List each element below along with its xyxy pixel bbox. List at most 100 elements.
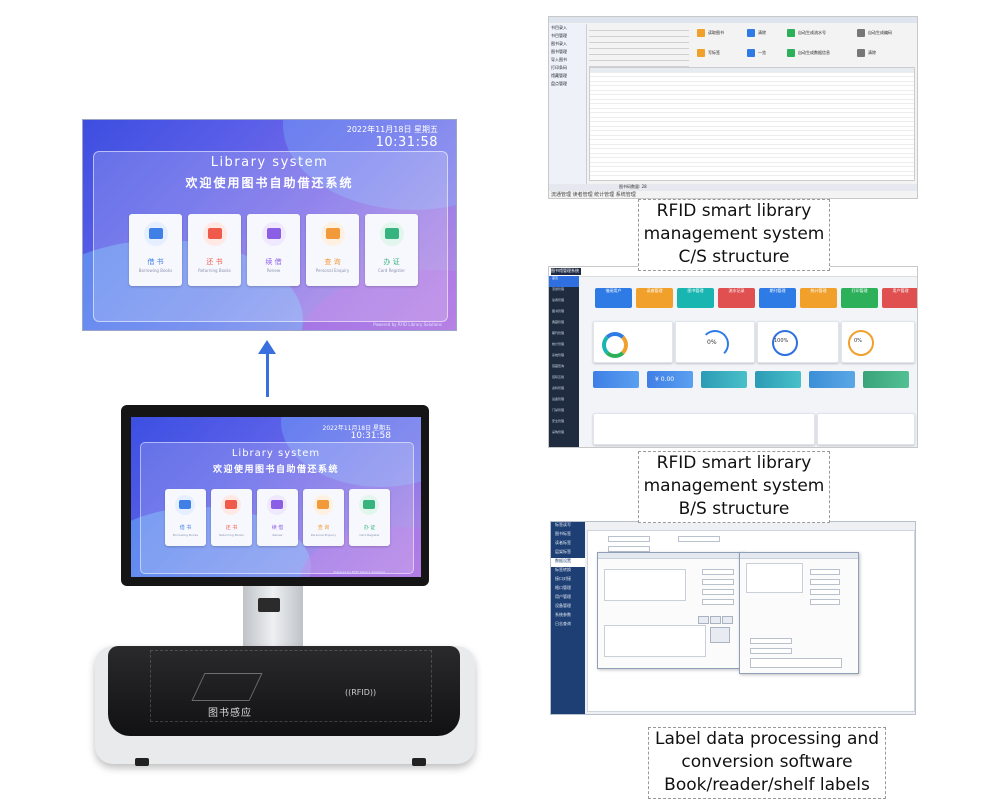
text-field[interactable] xyxy=(608,546,650,552)
dashboard-tile[interactable]: 借阅用户 xyxy=(595,288,632,308)
text-field[interactable] xyxy=(810,569,840,575)
sidebar-item[interactable]: 读者管理 xyxy=(552,298,565,302)
text-field[interactable] xyxy=(810,599,840,605)
sidebar-item[interactable]: 格口管理 xyxy=(555,585,571,590)
renew-card[interactable]: 续 借 Renew xyxy=(247,214,300,286)
form-field[interactable] xyxy=(589,32,689,37)
sidebar-item[interactable]: 馆藏查询 xyxy=(552,364,565,368)
auto-serial-button[interactable]: 自动生成流水号 xyxy=(787,29,826,43)
sidebar-item[interactable]: 统计管理 xyxy=(552,342,565,346)
text-field[interactable] xyxy=(702,579,734,585)
sidebar-item[interactable]: 导入图书 xyxy=(551,57,567,62)
form-field[interactable] xyxy=(589,44,689,49)
sidebar-item[interactable]: 馆藏管理 xyxy=(551,73,567,78)
dialog-button[interactable] xyxy=(722,616,733,624)
sidebar-item[interactable]: 接口对接 xyxy=(555,576,571,581)
text-field[interactable] xyxy=(750,648,792,654)
stat-card xyxy=(863,371,909,388)
sidebar-item[interactable]: 设备管理 xyxy=(555,603,571,608)
sidebar-item[interactable]: 系统参数 xyxy=(555,612,571,617)
sidebar-item[interactable]: 流通管理 xyxy=(552,287,565,291)
sidebar-item[interactable]: 层架标签 xyxy=(555,549,571,554)
bottom-tabs[interactable]: 流通管理 读者管理 统计管理 系统管理 xyxy=(551,192,636,198)
data-list[interactable] xyxy=(746,563,803,593)
text-field[interactable] xyxy=(810,589,840,595)
sidebar-item[interactable]: 图书录入 xyxy=(551,41,567,46)
sidebar-item[interactable]: 书目录入 xyxy=(551,25,567,30)
sidebar-item[interactable]: 日志查询 xyxy=(555,621,571,626)
dialog-button[interactable] xyxy=(710,616,721,624)
bs-sidebar: 首页 流通管理 读者管理 图书管理 典藏管理 期刊管理 统计管理 系统管理 馆藏… xyxy=(549,276,579,447)
borrow-card[interactable]: 借 书 Borrowing Books xyxy=(165,489,206,546)
sidebar-item[interactable]: 用户管理 xyxy=(555,594,571,599)
sidebar-item[interactable]: 标签转换 xyxy=(555,567,571,572)
text-field[interactable] xyxy=(702,599,734,605)
sidebar-item[interactable]: 读者标签 xyxy=(555,540,571,545)
dashboard-tile[interactable]: 期刊管理 xyxy=(759,288,796,308)
sidebar-item[interactable]: 馆际互借 xyxy=(552,375,565,379)
sidebar-item[interactable]: 书目管理 xyxy=(551,33,567,38)
text-field[interactable] xyxy=(750,658,842,668)
text-field[interactable] xyxy=(810,579,840,585)
text-area[interactable] xyxy=(604,625,706,657)
sidebar-item[interactable]: 盘点管理 xyxy=(551,81,567,86)
gauge-percent: 0% xyxy=(707,339,717,346)
dialog-button[interactable] xyxy=(698,616,709,624)
sidebar-item[interactable]: 期刊管理 xyxy=(552,331,565,335)
query-card[interactable]: 查 询 Personal Enquiry xyxy=(303,489,344,546)
auto-code-button[interactable]: 自动生成编码 xyxy=(857,29,892,43)
progress-card: 100% xyxy=(757,321,839,363)
dashboard-tile[interactable]: 图书管理 xyxy=(677,288,714,308)
form-field[interactable] xyxy=(589,26,689,31)
book-info-form xyxy=(589,25,689,67)
dashboard-tile[interactable]: 打印管理 xyxy=(841,288,878,308)
sidebar-item[interactable]: 标签读写 xyxy=(555,522,571,527)
data-list[interactable] xyxy=(604,569,686,601)
register-card[interactable]: 办 证 Card Register xyxy=(349,489,390,546)
borrow-card[interactable]: 借 书 Borrowing Books xyxy=(129,214,182,286)
sidebar-item[interactable]: 安全管理 xyxy=(552,419,565,423)
form-field[interactable] xyxy=(589,56,689,61)
card-sublabel: Borrowing Books xyxy=(172,533,199,537)
text-field[interactable] xyxy=(678,536,720,542)
clear-button[interactable]: 清除 xyxy=(747,29,766,43)
id-card-icon xyxy=(321,222,345,246)
read-book-button[interactable]: 读取图书 xyxy=(697,29,724,43)
form-field[interactable] xyxy=(589,38,689,43)
sidebar-item[interactable]: 门禁管理 xyxy=(552,408,565,412)
clear-button[interactable]: 清除 xyxy=(857,49,876,63)
base-foot xyxy=(135,758,149,766)
sidebar-item[interactable]: 打印条码 xyxy=(551,65,567,70)
text-field[interactable] xyxy=(750,638,792,644)
text-field[interactable] xyxy=(702,589,734,595)
sidebar-item[interactable]: 首页 xyxy=(549,276,579,287)
register-card[interactable]: 办 证 Card Register xyxy=(365,214,418,286)
auto-data-button[interactable]: 自动生成数据信息 xyxy=(787,49,830,63)
sidebar-item[interactable]: 设备管理 xyxy=(552,397,565,401)
dashboard-tile[interactable]: 读者管理 xyxy=(636,288,673,308)
renew-card[interactable]: 续 借 Renew xyxy=(257,489,298,546)
write-button[interactable] xyxy=(710,627,730,643)
sidebar-item[interactable]: 采购管理 xyxy=(552,430,565,434)
form-field[interactable] xyxy=(589,50,689,55)
sidebar-item[interactable]: 典藏管理 xyxy=(552,320,565,324)
dashboard-tile[interactable]: 流水记录 xyxy=(718,288,755,308)
sidebar-item[interactable]: 数据设置 xyxy=(551,558,585,567)
text-field[interactable] xyxy=(608,536,650,542)
sidebar-item[interactable]: 资料管理 xyxy=(552,386,565,390)
sidebar-item[interactable]: 系统管理 xyxy=(552,353,565,357)
dashboard-tile[interactable]: 用户管理 xyxy=(882,288,917,308)
return-card[interactable]: 还 书 Returning Books xyxy=(211,489,252,546)
sidebar-item[interactable]: 图书管理 xyxy=(551,49,567,54)
return-card[interactable]: 还 书 Returning Books xyxy=(188,214,241,286)
sidebar-item[interactable]: 图书标签 xyxy=(555,531,571,536)
book-data-table xyxy=(589,67,915,181)
sidebar-item[interactable]: 图书管理 xyxy=(552,309,565,313)
text-field[interactable] xyxy=(702,569,734,575)
overview-button[interactable]: 一览 xyxy=(747,49,766,63)
query-card[interactable]: 查 询 Personal Enquiry xyxy=(306,214,359,286)
card-label: 还 书 xyxy=(225,525,238,531)
write-tag-button[interactable]: 写标签 xyxy=(697,49,720,63)
form-field[interactable] xyxy=(589,62,689,67)
dashboard-tile[interactable]: 统计管理 xyxy=(800,288,837,308)
